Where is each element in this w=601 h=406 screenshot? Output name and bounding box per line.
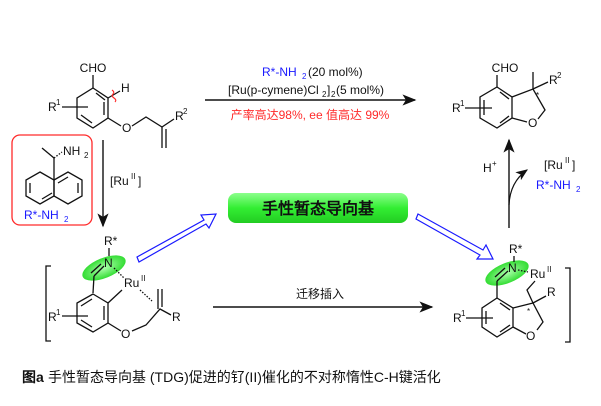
amine-box-label: R*-NH: [24, 208, 59, 222]
release-curved-arrow: [508, 169, 528, 206]
h-label: H: [121, 81, 130, 95]
nh2-label: NH: [63, 144, 80, 158]
hollow-arrow-left: [136, 213, 218, 263]
reagent-catalyst: [Ru(p-cymene)Cl 2 ] 2 (5 mol%): [228, 83, 384, 99]
banner-label: 手性暂态导向基: [262, 199, 375, 218]
catalyst-sub1: 2: [322, 90, 327, 99]
r1-label: R: [453, 311, 462, 325]
proton-sup: +: [492, 159, 497, 168]
chiral-amine-box: NH 2 R*-NH 2: [11, 134, 93, 226]
r1-label: R: [48, 310, 57, 324]
stereocenter-mark: *: [536, 91, 539, 100]
figure-caption: 手性暂态导向基 (TDG)促进的钌(II)催化的不对称惰性C-H键活化: [48, 369, 441, 385]
amine-sub: 2: [302, 72, 307, 81]
n-label: N: [508, 261, 517, 275]
ru-sup: II: [565, 156, 569, 165]
tdg-banner: 手性暂态导向基: [228, 193, 408, 223]
oxygen-label: O: [122, 121, 131, 135]
r2-label: R: [175, 109, 184, 123]
r1-sup: 1: [56, 308, 61, 317]
product-molecule: CHO O R 2 * R 1: [452, 61, 562, 130]
ru-release-label: [Ru: [544, 158, 563, 172]
figure-label: 图a: [22, 369, 44, 385]
amine-loading: (20 mol%): [308, 65, 363, 79]
oxygen-label: O: [528, 116, 537, 130]
r-label: R: [547, 285, 556, 299]
ru-catalyst-label: [Ru: [110, 174, 129, 188]
reagent-amine: R*-NH 2 (20 mol%): [262, 65, 363, 81]
hollow-arrow-right: [415, 213, 494, 260]
amine-release-sub: 2: [576, 185, 581, 194]
cleavage-squiggle: [111, 89, 117, 103]
ru-bracket: ]: [572, 158, 575, 172]
oxygen-label: O: [526, 329, 535, 343]
intermediate-left: R* N Ru II R 1 O R: [45, 234, 181, 342]
r2-sup: 2: [183, 107, 188, 116]
intermediate-right: R* N Ru II O R * R 1: [453, 242, 571, 343]
amine-box-sub: 2: [64, 215, 69, 224]
ru-sup: II: [547, 265, 551, 274]
catalyst-loading: (5 mol%): [336, 83, 384, 97]
ru-sup: II: [131, 172, 135, 181]
r1-sup: 1: [461, 309, 466, 318]
amine-text: R*-NH: [262, 65, 297, 79]
ru-sup: II: [141, 274, 145, 283]
cho-label: CHO: [492, 61, 519, 75]
catalyst-bracket: ]: [327, 83, 330, 97]
substrate-molecule: CHO H R 1 O R 2: [48, 61, 188, 148]
catalyst-text: [Ru(p-cymene)Cl: [228, 83, 319, 97]
oxygen-label: O: [121, 327, 130, 341]
r1-sup: 1: [56, 98, 61, 107]
r2-sup: 2: [557, 71, 562, 80]
migratory-insertion-label: 迁移插入: [296, 287, 344, 301]
r1-sup: 1: [460, 99, 465, 108]
ru-label: Ru: [124, 276, 139, 290]
r1-label: R: [452, 101, 461, 115]
catalyst-sub2: 2: [331, 90, 336, 99]
nh2-sub: 2: [84, 151, 89, 160]
stereocenter-mark: *: [527, 307, 530, 316]
r-label: R: [172, 310, 181, 324]
rstar-label: R*: [509, 242, 523, 256]
amine-release-label: R*-NH: [536, 178, 571, 192]
cho-label: CHO: [80, 61, 107, 75]
ru-bracket: ]: [138, 174, 141, 188]
proton-label: H: [483, 161, 492, 175]
r2-label: R: [549, 73, 558, 87]
rstar-label: R*: [104, 234, 118, 248]
yield-ee-text: 产率高达98%, ee 值高达 99%: [231, 107, 390, 122]
ru-label: Ru: [530, 267, 545, 281]
r1-label: R: [48, 100, 57, 114]
n-label: N: [104, 256, 113, 270]
